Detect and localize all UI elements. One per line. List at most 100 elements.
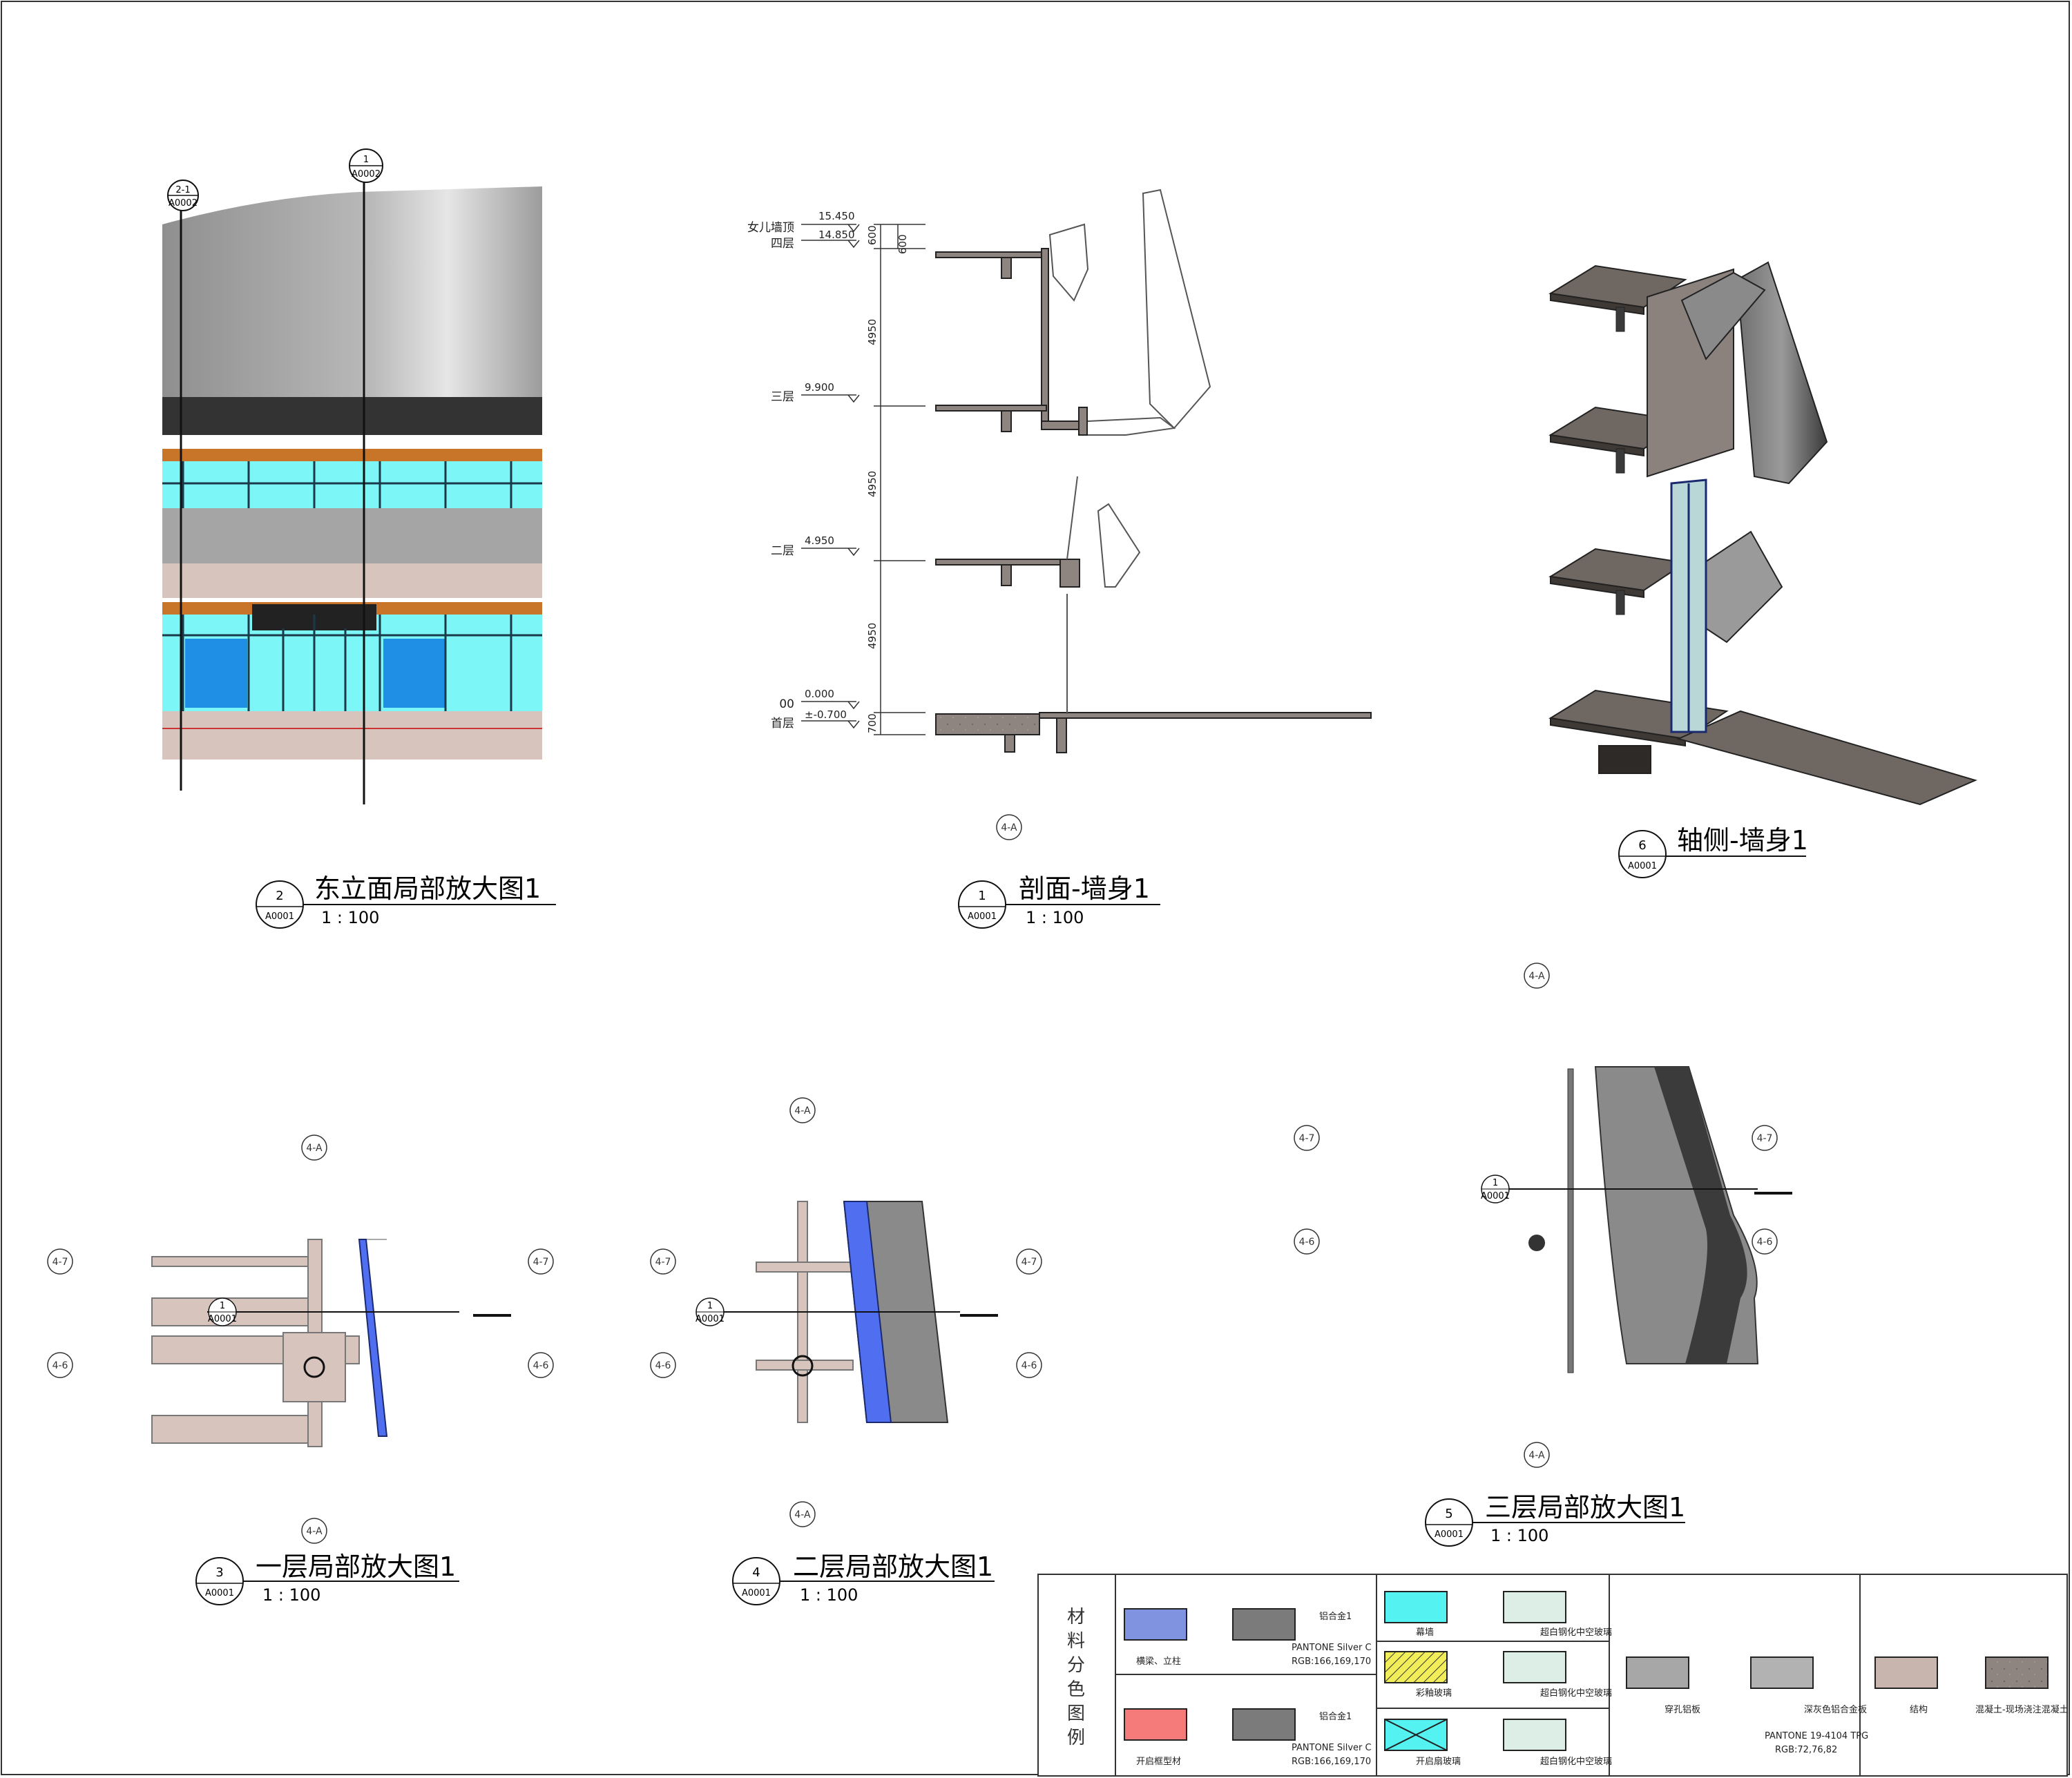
grid-label: 4-7 [1757,1133,1773,1144]
section-ref-2f: 1 A0001 [696,1297,725,1326]
legend-sub: RGB:166,169,170 [1292,1656,1371,1667]
column [1528,1235,1545,1251]
legend-sub: PANTONE Silver C [1292,1743,1372,1753]
plan-3f-view: 1 A0001 4-A 4-A 4-7 4-7 4-6 4-6 [1294,963,1792,1468]
axo-fin-top [1680,271,1766,360]
legend-label: 穿孔铝板 [1665,1704,1700,1715]
view-scale: 1 : 100 [262,1585,320,1605]
elevation-marker-1: 1 A0002 [349,148,383,183]
grid-bubbles-1f: 4-A 4-A 4-7 4-7 4-6 4-6 [47,1134,554,1544]
plan-1f-view: 1 A0001 4-A 4-A 4-7 4-7 4-6 4-6 [47,1134,554,1544]
grid-label: 4-A [306,1526,323,1537]
view-sheet: A0001 [265,911,294,922]
grid-label: 4-A [794,1105,811,1117]
legend-labels: 横梁、立柱 铝合金1 PANTONE Silver C RGB:166,169,… [1136,1611,2069,1767]
legend-label: 彩釉玻璃 [1416,1688,1452,1699]
grid-label: 4-7 [1299,1133,1315,1144]
grid-label: 4-A [1528,971,1545,982]
view-scale: 1 : 100 [321,908,379,927]
grid-label: 4-6 [655,1360,671,1371]
view-title-v4: 4 A0001 二层局部放大图1 1 : 100 [732,1552,995,1605]
legend-label: 超白钢化中空玻璃 [1540,1688,1612,1699]
door-right [383,639,445,708]
ref-top: 1 [220,1301,225,1311]
view-title: 轴侧-墙身1 [1677,825,1808,856]
axo-columns [1615,307,1625,615]
view-title-v2: 2 A0001 东立面局部放大图1 1 : 100 [256,873,556,929]
view-title-v1: 1 A0001 剖面-墙身1 1 : 100 [958,873,1160,929]
dim: 600 [896,234,909,254]
section-slabs [935,248,1372,753]
marker-bottom: A0002 [169,198,198,209]
marker-top: 1 [363,155,369,165]
level-value: 14.850 [818,229,855,241]
grid-label: 4-A [794,1509,811,1520]
axo-fin-large [1736,261,1828,485]
grid-label: 4-6 [1299,1237,1315,1248]
dimension-chain [874,224,925,735]
grid-label: 4-A [1001,822,1017,833]
view-sheet: A0001 [742,1588,771,1598]
legend-label: 超白钢化中空玻璃 [1540,1756,1612,1767]
plan-1f-facade [358,1239,388,1437]
legend-swatches [1124,1591,2049,1751]
section-view: 女儿墙顶 15.450 四层 14.850 三层 9.900 二层 4.950 … [747,189,1372,840]
view-title: 剖面-墙身1 [1019,873,1150,904]
grid-label: 4-7 [655,1257,671,1268]
view-title-v5: 5 A0001 三层局部放大图1 1 : 100 [1425,1492,1685,1547]
view-sheet: A0001 [968,911,997,922]
ref-top: 1 [707,1301,713,1311]
view-title-v3: 3 A0001 一层局部放大图1 1 : 100 [195,1552,459,1605]
section-ref-1f: 1 A0001 [208,1297,237,1326]
slab-band [162,563,542,598]
view-number: 2 [276,889,283,903]
legend-heading-char: 分 [1067,1655,1085,1676]
elevation-view: 2-1 A0002 1 A0002 [162,148,542,804]
level-name: 四层 [771,237,794,251]
legend-label: 混凝土-现场浇注混凝土 [1975,1704,2069,1715]
view-number: 3 [215,1565,223,1580]
view-scale: 1 : 100 [1490,1526,1548,1545]
column [792,1355,814,1377]
dim: 700 [866,713,879,733]
marker-top: 2-1 [175,185,190,195]
level-value: 4.950 [805,534,834,547]
view-number: 5 [1445,1507,1452,1521]
level-name: 二层 [771,544,794,558]
legend-sub: RGB:166,169,170 [1292,1757,1371,1767]
dim: 600 [866,225,879,245]
grid-bubbles-2f: 4-A 4-A 4-7 4-7 4-6 4-6 [650,1097,1042,1527]
plan-1f-beams [151,1239,360,1447]
view-number: 4 [752,1565,760,1580]
grid-label: 4-7 [533,1257,549,1268]
fascia-orange-1 [162,449,542,461]
ref-top: 1 [1493,1178,1498,1188]
legend-label: 铝合金1 [1319,1711,1352,1722]
plinth [162,711,542,760]
legend-heading: 材 料 分 色 图 例 [1067,1607,1085,1748]
door-left [185,639,247,708]
lower-mullions [162,615,542,711]
level-name: 首层 [771,717,794,731]
column [303,1356,325,1378]
legend-label: 深灰色铝合金板 [1804,1704,1867,1715]
roof-band [162,397,542,435]
ref-bottom: A0001 [696,1314,725,1324]
legend-heading-char: 例 [1067,1728,1085,1748]
section-ref-3f: 1 A0001 [1481,1175,1510,1204]
view-title: 二层局部放大图1 [793,1552,993,1582]
dimension-texts: 600 600 4950 4950 4950 700 [866,225,909,733]
view-scale: 1 : 100 [800,1585,858,1605]
legend-sub: PANTONE 19-4104 TPG [1765,1731,1868,1741]
axo-fin-middle [1698,530,1783,644]
ref-bottom: A0001 [208,1314,237,1324]
view-sheet: A0001 [1628,861,1657,871]
grid-bubbles-3f: 4-A 4-A 4-7 4-7 4-6 4-6 [1294,963,1778,1468]
level-name: 00 [779,697,794,711]
grid-label: 4-7 [52,1257,68,1268]
legend-heading-char: 材 [1067,1607,1085,1627]
legend-label: 横梁、立柱 [1136,1656,1181,1667]
legend-label: 结构 [1910,1705,1928,1715]
view-title: 东立面局部放大图1 [314,873,541,904]
